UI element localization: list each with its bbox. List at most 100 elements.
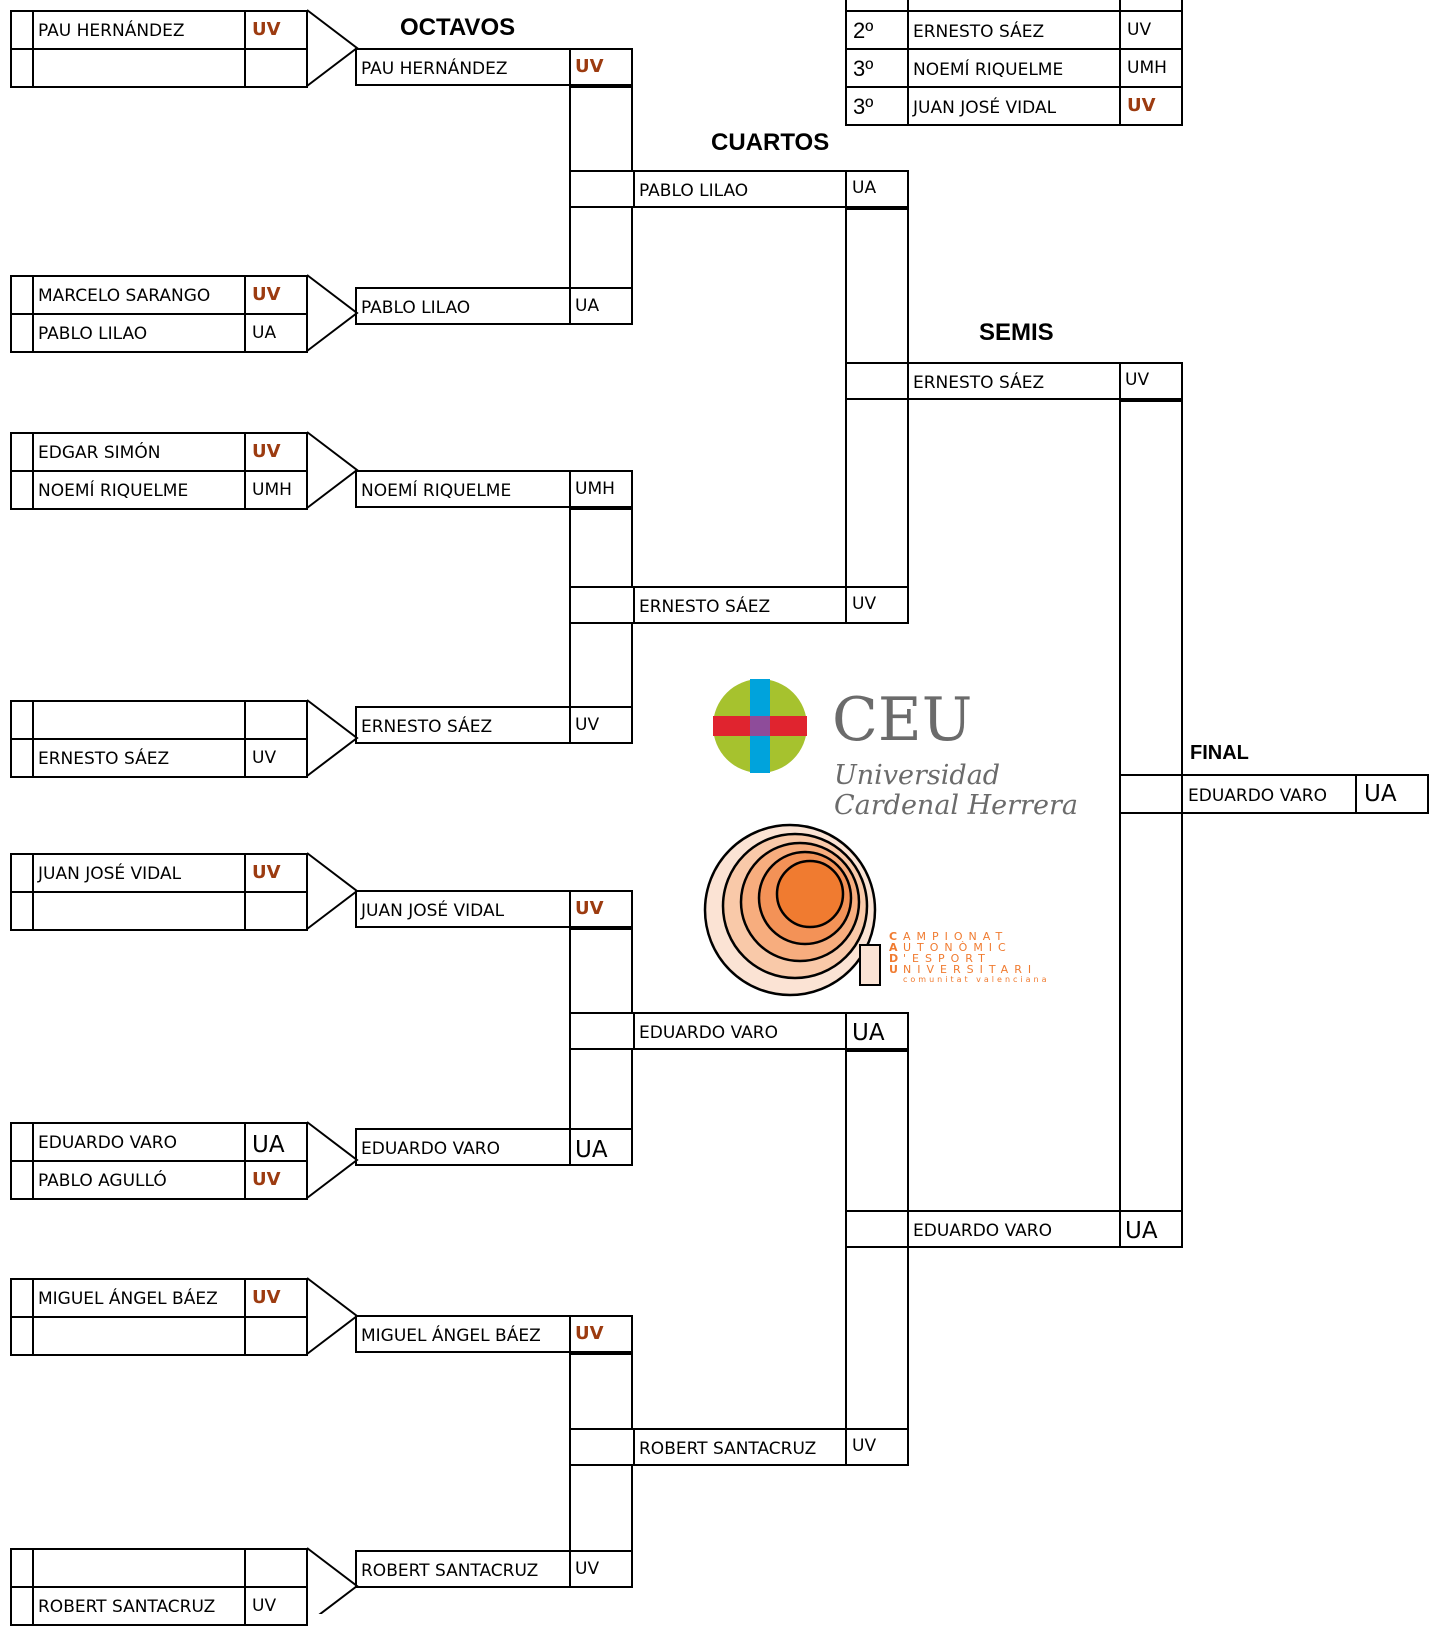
cadu-word: 'ESPORT [903, 952, 991, 965]
semis-uni: UV [1125, 370, 1150, 390]
semis-uni-cell [1119, 362, 1183, 400]
player-name: PABLO AGULLÓ [38, 1171, 167, 1191]
cadu-initial: U [889, 963, 898, 976]
octavos-player-name: JUAN JOSÉ VIDAL [361, 901, 505, 921]
cuartos-seed-cell [569, 1012, 635, 1050]
cuartos-uni-cell [845, 170, 909, 208]
seed-cell [10, 10, 34, 50]
player-uni-bold: UV [252, 284, 281, 305]
player-name: EDUARDO VARO [38, 1133, 177, 1153]
octavos-uni-cell [569, 287, 633, 325]
octavos-player-name: MIGUEL ÁNGEL BÁEZ [361, 1326, 541, 1346]
cuartos-seed-cell [569, 1428, 635, 1466]
cuartos-player-name: PABLO LILAO [639, 181, 749, 201]
advance-arrow [306, 9, 359, 87]
cuartos-player-name: ERNESTO SÁEZ [639, 597, 771, 617]
player-name-cell [32, 48, 246, 88]
player-name: ERNESTO SÁEZ [38, 749, 170, 769]
podium-uni-cell [1119, 10, 1183, 50]
player-name: EDGAR SIMÓN [38, 443, 161, 463]
ceu-line-universidad: Universidad [834, 760, 1001, 791]
player-name-cell [32, 432, 246, 472]
player-uni: UV [252, 748, 277, 768]
player-name: JUAN JOSÉ VIDAL [38, 864, 182, 884]
ceu-logo-icon [713, 679, 807, 773]
player-uni-cell [244, 891, 308, 931]
cuartos-player-name: ROBERT SANTACRUZ [639, 1439, 817, 1459]
player-uni-cell [244, 48, 308, 88]
cuartos-uni: UA [852, 1020, 885, 1046]
octavos-uni: UA [575, 296, 600, 316]
cuartos-name-cell [633, 170, 847, 208]
semis-seed-cell [845, 1210, 909, 1248]
player-name: MIGUEL ÁNGEL BÁEZ [38, 1289, 218, 1309]
octavos-header: OCTAVOS [400, 14, 516, 41]
player-uni-cell [244, 1316, 308, 1356]
cadu-word: AMPIONAT [903, 930, 1009, 943]
semis-player-name: ERNESTO SÁEZ [913, 373, 1045, 393]
podium-player-name: ERNESTO SÁEZ [913, 22, 1045, 42]
seed-cell [10, 432, 34, 472]
player-name-cell [32, 853, 246, 893]
player-uni-cell [244, 470, 308, 510]
cuartos-seed-cell [569, 586, 635, 624]
podium-place: 3º [853, 56, 874, 81]
seed-cell [10, 313, 34, 353]
cuartos-uni: UV [852, 1436, 877, 1456]
player-name: PAU HERNÁNDEZ [38, 21, 185, 41]
player-uni-cell [244, 313, 308, 353]
octavos-name-cell [355, 1550, 571, 1588]
octavos-name-cell [355, 48, 571, 86]
cuartos-name-cell [633, 586, 847, 624]
player-name-cell [32, 1160, 246, 1200]
octavos-uni-bold: UV [575, 1323, 604, 1344]
octavos-player-name: ERNESTO SÁEZ [361, 717, 493, 737]
cadu-word: NIVERSITARI [903, 963, 1038, 976]
player-uni: UA [252, 1132, 285, 1158]
player-name: NOEMÍ RIQUELME [38, 481, 189, 501]
semis-player-name: EDUARDO VARO [913, 1221, 1052, 1241]
octavos-player-name: PAU HERNÁNDEZ [361, 59, 508, 79]
octavos-uni-cell [569, 1315, 633, 1353]
cuartos-name-cell [633, 1428, 847, 1466]
seed-cell [10, 1122, 34, 1162]
cadu-initial: D [889, 952, 899, 965]
player-uni-bold: UV [252, 1287, 281, 1308]
octavos-player-name: ROBERT SANTACRUZ [361, 1561, 539, 1581]
seed-cell [10, 470, 34, 510]
final-uni: UA [1364, 781, 1397, 807]
final-uni-cell [1355, 774, 1429, 814]
podium-name-cell [907, 10, 1121, 50]
octavos-player-name: NOEMÍ RIQUELME [361, 481, 512, 501]
seed-cell [10, 700, 34, 740]
advance-arrow [306, 1277, 359, 1355]
octavos-name-cell [355, 287, 571, 325]
player-uni-cell [244, 1548, 308, 1588]
player-name: ROBERT SANTACRUZ [38, 1597, 216, 1617]
seed-cell [10, 48, 34, 88]
cuartos-uni: UV [852, 594, 877, 614]
player-uni-bold: UV [252, 862, 281, 883]
advance-arrow [306, 699, 359, 777]
seed-cell [10, 1278, 34, 1318]
cuartos-uni: UA [852, 178, 877, 198]
final-seed-cell [1119, 774, 1183, 814]
advance-arrow [306, 431, 359, 509]
octavos-uni-cell [569, 48, 633, 86]
ceu-line-cardenal: Cardenal Herrera [834, 790, 1078, 821]
podium-name-cell [907, 86, 1121, 126]
podium-uni-bold: UV [1127, 95, 1156, 116]
octavos-uni-cell [569, 890, 633, 928]
player-uni: UMH [252, 480, 292, 500]
cuartos-player-name: EDUARDO VARO [639, 1023, 778, 1043]
semis-uni-cell [1119, 1210, 1183, 1248]
podium-uni: UV [1127, 20, 1152, 40]
octavos-uni-cell [569, 706, 633, 744]
seed-cell [10, 1586, 34, 1626]
octavos-uni: UA [575, 1137, 608, 1163]
octavos-uni-bold: UV [575, 898, 604, 919]
octavos-uni-bold: UV [575, 56, 604, 77]
octavos-name-cell [355, 890, 571, 928]
cadu-word: UTONÒMIC [903, 941, 1012, 954]
